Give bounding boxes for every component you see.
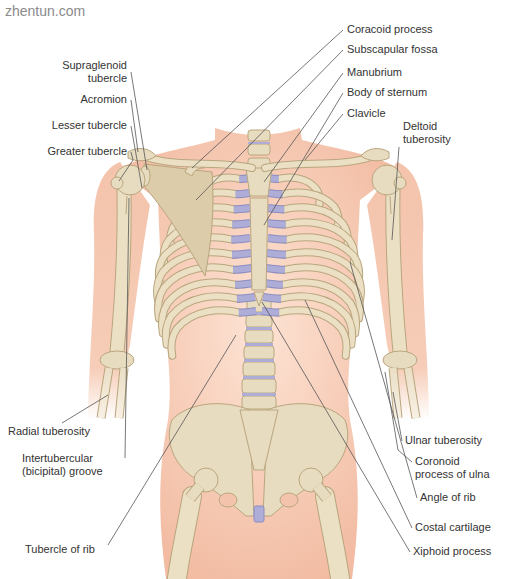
pelvis — [169, 404, 347, 579]
part-label: Radial tuberosity — [8, 425, 90, 438]
part-label: Coracoid process — [347, 23, 433, 36]
part-label: Deltoid tuberosity — [403, 120, 465, 146]
part-label: Costal cartilage — [415, 521, 491, 534]
part-label: Body of sternum — [347, 86, 427, 99]
part-label: Xiphoid process — [413, 545, 491, 558]
watermark-text: zhentun.com — [5, 3, 85, 19]
part-label: Supraglenoid tubercle — [52, 59, 127, 85]
part-label: Lesser tubercle — [27, 119, 127, 132]
scapula — [140, 162, 213, 276]
leader-lines — [62, 30, 417, 552]
part-label: Intertubercular (bicipital) groove — [22, 452, 122, 478]
part-label: Acromion — [27, 93, 127, 106]
part-label: Coronoid process of ulna — [415, 455, 497, 481]
part-label: Ulnar tuberosity — [405, 434, 482, 447]
arm-bones — [100, 149, 417, 418]
part-label: Clavicle — [347, 107, 386, 120]
sternum — [246, 168, 272, 306]
part-label: Subscapular fossa — [347, 43, 438, 56]
part-label: Manubrium — [347, 66, 402, 79]
part-label: Greater tubercle — [27, 145, 127, 158]
part-label: Angle of rib — [420, 491, 476, 504]
body-silhouette — [88, 128, 429, 579]
part-label: Tubercle of rib — [25, 543, 95, 556]
